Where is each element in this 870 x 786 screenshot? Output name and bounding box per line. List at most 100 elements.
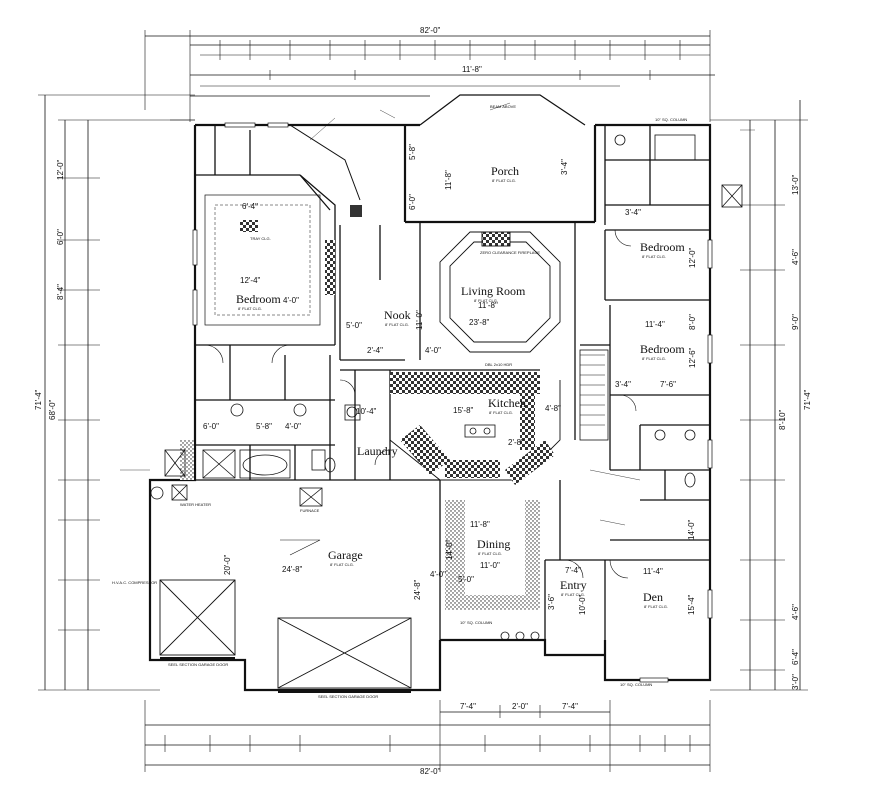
interior-walls — [195, 124, 710, 640]
room-label-den: Den — [643, 590, 663, 604]
dim-entry-w: 7'-4" — [565, 566, 581, 575]
room-label-garage: Garage — [328, 548, 363, 562]
dim-kitchen-w: 15'-8" — [453, 406, 474, 415]
dim-dining-w: 11'-8" — [470, 520, 490, 529]
dim-kitchen-2: 2'-8" — [508, 438, 524, 447]
dim-living-d: 11'-8" — [478, 301, 498, 310]
dim-bot-2: 2'-0" — [512, 702, 528, 711]
dim-right-3: 3'-0" — [791, 674, 800, 690]
dim-left-12: 12'-0" — [56, 159, 65, 180]
dim-bot-7a: 7'-4" — [460, 702, 476, 711]
dim-kitchen-4: 4'-8" — [545, 404, 561, 413]
note-fireplace: ZERO CLEARANCE FIREPLACE — [480, 250, 541, 255]
note-furnace: FURNACE — [300, 508, 320, 513]
dim-dining-5: 5'-0" — [458, 575, 474, 584]
dim-right-overall: 71'-4" — [803, 389, 812, 410]
note-entry-column: 10" SQ. COLUMN — [460, 620, 493, 625]
room-label-living: Living Room — [461, 284, 526, 298]
dim-left-mid: 68'-0" — [48, 399, 57, 420]
room-ceiling-kitchen: 8' FLAT CLG. — [489, 410, 513, 415]
dim-nook-w2: 4'-0" — [425, 346, 441, 355]
living-octagon — [439, 231, 561, 353]
room-ceiling-nook: 8' FLAT CLG. — [385, 322, 409, 327]
dim-garage-d: 20'-0" — [223, 554, 232, 575]
dim-porch-top: 11'-8" — [462, 65, 482, 74]
room-label-nook: Nook — [384, 308, 411, 322]
room-label-bedroom-nw: Bedroom — [236, 292, 281, 306]
dim-right-4b: 4'-6" — [791, 604, 800, 620]
dim-nook-w: 5'-0" — [346, 321, 362, 330]
door-swings — [204, 229, 637, 579]
note-den-column: 10" SQ. COLUMN — [620, 682, 653, 687]
dim-right-9: 9'-0" — [791, 314, 800, 330]
dim-living-w: 23'-8" — [469, 318, 490, 327]
note-garage-door-2: SEEL SECTION GARAGE DOOR — [318, 694, 379, 699]
room-label-kitchen: Kitchen — [488, 396, 526, 410]
dim-bed-e-w2: 7'-6" — [660, 380, 676, 389]
note-kitchen-header: DBL 2x10 HDR — [485, 362, 513, 367]
note-hvac: H.V.A.C. COMPRESSOR — [112, 580, 158, 585]
dim-dining-d2: 11'-0" — [480, 561, 500, 570]
dim-den-w: 11'-4" — [643, 567, 663, 576]
dim-right-mid: 8'-10" — [778, 409, 787, 430]
room-ceiling-bedroom-ne: 8' FLAT CLG. — [642, 254, 666, 259]
note-porch-header: BEAM ABOVE — [490, 104, 517, 109]
room-label-entry: Entry — [560, 578, 587, 592]
room-ceiling-porch: 8' FLAT CLG. — [492, 178, 516, 183]
dim-bath-5: 5'-8" — [256, 422, 272, 431]
dim-closet-3: 3'-4" — [625, 208, 641, 217]
room-label-porch: Porch — [491, 164, 519, 178]
room-label-dining: Dining — [477, 537, 511, 551]
dimension-lines — [38, 30, 808, 772]
room-ceiling-entry: 8' FLAT CLG. — [561, 592, 585, 597]
dim-den-d2: 14'-0" — [687, 519, 696, 540]
note-water-heater: WATER HEATER — [180, 502, 212, 507]
dim-right-13: 13'-0" — [791, 174, 800, 195]
dim-bath-4: 4'-0" — [285, 422, 301, 431]
room-ceiling-garage: 8' FLAT CLG. — [330, 562, 354, 567]
dim-dining-d: 14'-0" — [445, 539, 454, 560]
dim-laundry-w: 10'-4" — [356, 407, 377, 416]
dim-left-6: 6'-0" — [56, 229, 65, 245]
dim-porch-5: 5'-8" — [408, 144, 417, 160]
note-column: 10" SQ. COLUMN — [655, 117, 688, 122]
room-ceiling-bedroom-nw: 8' FLAT CLG. — [238, 306, 262, 311]
dim-bed-8: 8'-0" — [688, 314, 697, 330]
dim-bot-7b: 7'-4" — [562, 702, 578, 711]
room-label-laundry: Laundry — [357, 444, 398, 458]
dim-left-8: 8'-4" — [56, 284, 65, 300]
dim-bed-nw-d: 6'-4" — [242, 202, 258, 211]
dim-nook-d: 11'-0" — [415, 310, 424, 330]
dim-bed-3: 3'-4" — [615, 380, 631, 389]
room-ceiling-bedroom-e: 8' FLAT CLG. — [642, 356, 666, 361]
dim-right-6: 6'-4" — [791, 649, 800, 665]
fixtures — [150, 134, 743, 641]
dim-porch-6: 6'-0" — [408, 194, 417, 210]
garage-doors — [159, 579, 412, 693]
note-garage-door-1: SEEL SECTION GARAGE DOOR — [168, 662, 229, 667]
dim-entry-10: 10'-0" — [578, 594, 587, 615]
dim-bed-e-d: 12'-6" — [688, 347, 697, 368]
room-ceiling-living: 8' FLAT CLG. — [474, 298, 498, 303]
room-ceiling-den: 8' FLAT CLG. — [644, 604, 668, 609]
room-ceiling-dining: 8' FLAT CLG. — [478, 551, 502, 556]
room-label-bedroom-e: Bedroom — [640, 342, 685, 356]
dim-right-4a: 4'-6" — [791, 249, 800, 265]
dim-porch-3: 3'-4" — [560, 159, 569, 175]
dim-bed-ne-d: 12'-0" — [688, 247, 697, 268]
dim-entry-3: 3'-6" — [547, 594, 556, 610]
dim-bath-6: 6'-0" — [203, 422, 219, 431]
hatched-areas — [180, 205, 555, 610]
dim-bed-e-w: 11'-4" — [645, 320, 665, 329]
dim-bed-4: 4'-0" — [283, 296, 299, 305]
dim-porch-depth: 11'-8" — [444, 170, 453, 190]
dim-bottom-overall: 82'-0" — [420, 767, 441, 776]
dim-hall-w: 2'-4" — [367, 346, 383, 355]
room-label-bedroom-ne: Bedroom — [640, 240, 685, 254]
dim-garage-w: 24'-8" — [282, 565, 303, 574]
windows — [192, 122, 713, 683]
note-tray-ceiling: TRAY CLG. — [250, 236, 271, 241]
dim-dining-4: 4'-0" — [430, 570, 446, 579]
dim-garage-d2: 24'-8" — [413, 579, 422, 600]
